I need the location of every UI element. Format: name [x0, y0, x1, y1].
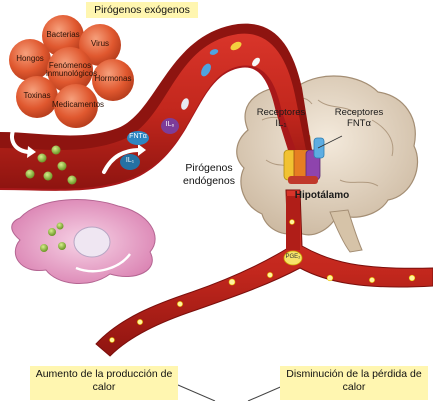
receptors-il1-line1: Receptores	[256, 107, 306, 118]
brain	[236, 75, 419, 253]
pge-pill	[283, 250, 303, 266]
label-medicamentos: Medicamentos	[52, 100, 105, 109]
exogenous-title: Pirógenos exógenos	[86, 2, 198, 18]
bubble-toxinas	[16, 76, 58, 118]
label-toxinas: Toxinas	[23, 91, 51, 100]
receptors-tnf-label: Receptores FNTα	[326, 107, 392, 130]
pge-label: PGE₂	[285, 254, 301, 260]
il1-label: IL₁	[125, 157, 135, 164]
hypothalamus-label: Hipotálamo	[294, 190, 350, 201]
hypothalamus-structure	[283, 133, 325, 184]
endogenous-label: Pirógenos endógenos	[183, 162, 235, 187]
exogenous-cluster	[9, 15, 134, 128]
bubble-medicamentos	[54, 84, 98, 128]
bubble-virus	[79, 24, 121, 66]
cytokine-pills	[120, 118, 303, 266]
antigen-dots	[25, 145, 77, 185]
bubble-inmunologicos	[47, 47, 93, 93]
tnf-pill	[127, 131, 149, 145]
label-bacterias: Bacterias	[46, 30, 80, 39]
receptors-il1-line2: IL₁	[275, 117, 287, 129]
receptors-tnf-line2: FNTα	[347, 117, 371, 129]
label-hongos: Hongos	[16, 54, 44, 63]
bubble-hormonas	[92, 59, 134, 101]
label-virus: Virus	[90, 39, 110, 48]
il6-label: IL₆	[165, 121, 175, 128]
heat-loss-box: Disminución de la pérdida de calor	[280, 366, 428, 400]
receptors-il1-label: Receptores IL₁	[250, 107, 312, 130]
label-hormonas: Hormonas	[94, 74, 132, 83]
bubble-bacterias	[42, 15, 84, 57]
label-inmunologicos: Fenómenos inmunológicos	[46, 61, 98, 79]
macrophage-cell	[11, 199, 156, 285]
receptors-tnf-line1: Receptores	[334, 107, 384, 118]
heat-production-box: Aumento de la producción de calor	[30, 366, 178, 400]
il1-pill	[120, 154, 140, 170]
il6-pill	[161, 118, 179, 134]
tnf-label: FNTα	[129, 133, 147, 140]
bubble-hongos	[9, 39, 51, 81]
